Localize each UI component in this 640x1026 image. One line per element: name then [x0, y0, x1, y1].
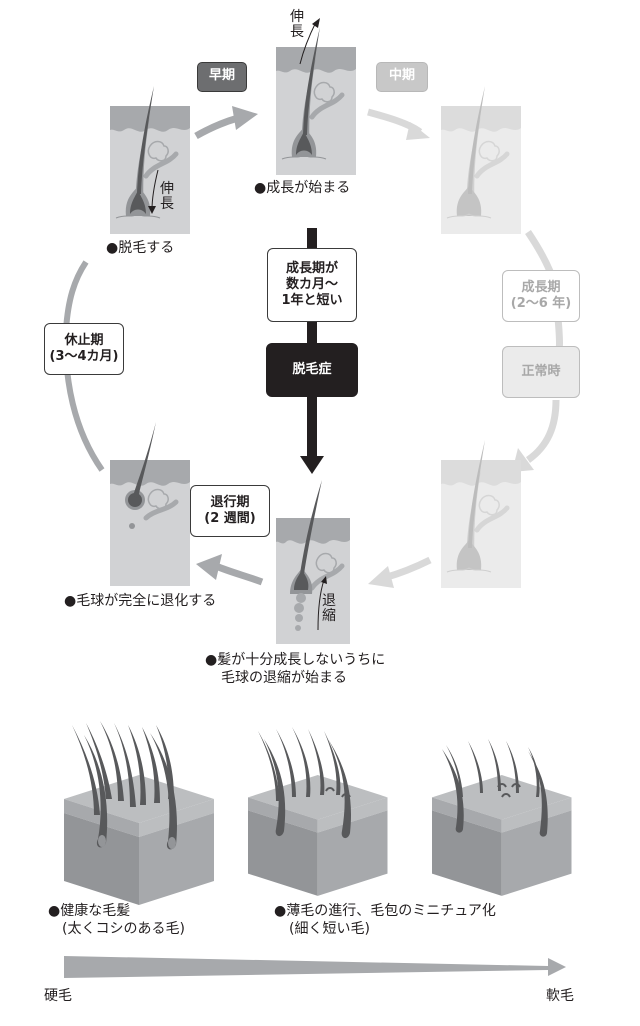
caption-shedding: ●脱毛する — [106, 240, 175, 256]
box-line: (2 週間) — [204, 511, 256, 526]
skin-block-thinning — [248, 727, 388, 896]
char: 伸 — [160, 181, 174, 197]
caption-healthy-2: (太くコシのある毛) — [62, 921, 185, 937]
elongation-arrow-left — [148, 169, 159, 214]
box-short-anagen: 成長期が 数カ月〜 1年と短い — [267, 248, 357, 322]
follicle-growth-start — [276, 27, 356, 175]
char: 退 — [322, 593, 336, 609]
follicle-normal-faint — [441, 440, 521, 588]
caption-thinning-1: ●薄毛の進行、毛包のミニチュア化 — [274, 903, 496, 919]
box-line: 脱毛症 — [292, 362, 332, 377]
caption-thinning-2: (細く短い毛) — [289, 921, 370, 937]
scale-label-hard: 硬毛 — [44, 988, 72, 1004]
follicle-regressed — [110, 422, 190, 586]
box-line: 1年と短い — [281, 293, 343, 308]
box-line: 成長期 — [521, 280, 561, 295]
caption-healthy-1: ●健康な毛髪 — [48, 903, 131, 919]
box-line: 正常時 — [521, 364, 561, 379]
scale-label-soft: 軟毛 — [546, 988, 574, 1004]
arrow-shedding-to-growth — [194, 106, 258, 140]
skin-block-healthy — [64, 721, 214, 905]
label-elongation-left: 伸 長 — [159, 182, 175, 212]
arrow-catagen-to-regress — [196, 554, 264, 586]
box-line: 退行期 — [210, 495, 250, 510]
elongation-arrow-top — [299, 18, 320, 65]
box-normal: 正常時 — [502, 346, 580, 398]
box-resting-phase: 休止期 (3〜4カ月) — [44, 323, 124, 375]
box-line: 成長期が — [285, 261, 338, 276]
box-line: (2〜6 年) — [510, 296, 572, 311]
char: 長 — [160, 196, 174, 212]
box-line: (3〜4カ月) — [49, 349, 119, 364]
caption-short-growth-1: ●髪が十分成長しないうちに — [205, 652, 386, 668]
follicle-mid-faint — [441, 86, 521, 234]
label-elongation-top: 伸 長 — [289, 10, 305, 40]
caption-bulb-regress: ●毛球が完全に退化する — [64, 593, 217, 609]
box-line: 数カ月〜 — [285, 277, 338, 292]
label-shrink: 退 縮 — [321, 594, 337, 624]
caption-short-growth-2: 毛球の退縮が始まる — [221, 670, 347, 686]
follicle-shrinking — [276, 480, 350, 644]
char: 伸 — [290, 9, 304, 25]
skin-block-miniaturized — [432, 739, 572, 896]
arrow-growth-to-mid — [367, 108, 430, 140]
box-catagen-phase: 退行期 (2 週間) — [190, 485, 270, 537]
arrow-normal-to-catagen — [368, 556, 432, 588]
box-anagen-normal: 成長期 (2〜6 年) — [502, 270, 580, 322]
tag-middle-phase: 中期 — [376, 62, 428, 92]
char: 縮 — [322, 608, 336, 624]
char: 長 — [290, 24, 304, 40]
tag-early-phase: 早期 — [197, 62, 247, 92]
caption-growth-start: ●成長が始まる — [254, 180, 351, 196]
box-alopecia: 脱毛症 — [266, 343, 358, 397]
hardness-scale-arrow — [64, 956, 566, 978]
follicle-shedding — [110, 86, 190, 234]
box-line: 休止期 — [64, 333, 104, 348]
